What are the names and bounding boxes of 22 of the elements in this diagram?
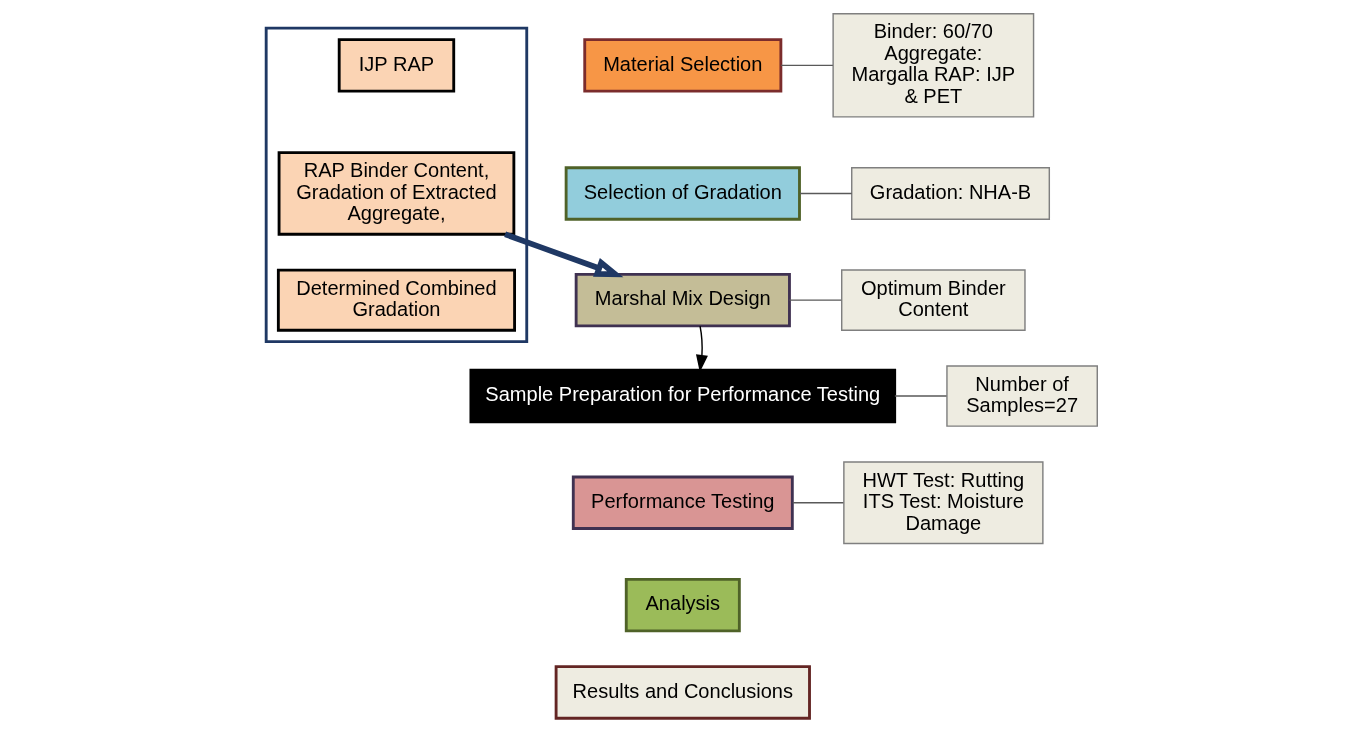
node-box: HWT Test: Rutting ITS Test: Moisture Damage — [842, 461, 1044, 545]
node-box: Results and Conclusions — [554, 665, 811, 720]
connector — [893, 395, 947, 397]
arrow — [503, 231, 623, 278]
node-box: Analysis — [624, 577, 741, 633]
connector — [798, 192, 852, 195]
node-box: IJP RAP — [337, 38, 455, 93]
node-box: Sample Preparation for Performance Testing — [469, 368, 896, 424]
node-box: Material Selection — [582, 38, 782, 93]
node-box: Number of Samples=27 — [945, 365, 1098, 427]
node-box: Optimum Binder Content — [840, 269, 1026, 331]
connector — [779, 64, 834, 67]
node-box: Performance Testing — [571, 475, 794, 530]
node-box: Binder: 60/70 Aggregate: Margalla RAP: IJP & PET — [831, 13, 1034, 118]
node-box: RAP Binder Content, Gradation of Extracted Aggregate, — [277, 151, 515, 236]
node-box: Determined Combined Gradation — [276, 268, 516, 332]
node-box: Selection of Gradation — [564, 166, 801, 221]
node-box: Gradation: NHA-B — [850, 167, 1050, 220]
node-box: Marshal Mix Design — [574, 272, 791, 328]
connector — [788, 299, 842, 301]
connector — [791, 502, 844, 504]
cluster — [264, 26, 528, 344]
